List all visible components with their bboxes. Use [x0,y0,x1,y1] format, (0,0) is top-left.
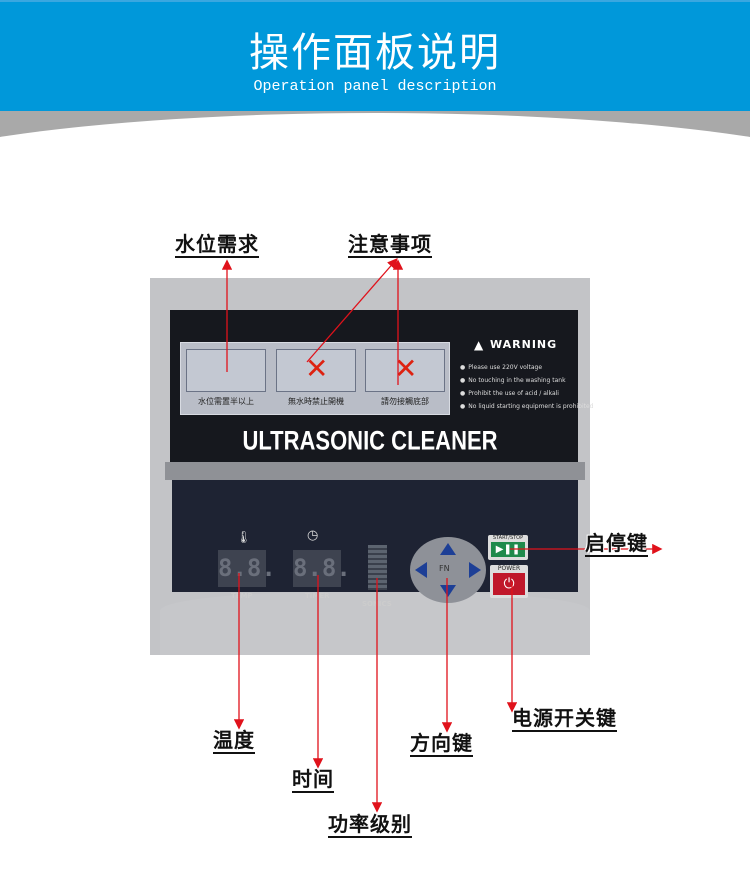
icon-caption: 請勿接觸底部 [381,397,429,406]
no-water-icon: ✕ [276,349,356,392]
up-arrow-button[interactable] [440,543,456,555]
no-touch-bottom-icon: ✕ [365,349,445,392]
warning-line: Please use 220V voltage [460,364,542,371]
callout-time: 时间 [292,767,334,793]
down-arrow-button[interactable] [440,585,456,597]
fn-button[interactable]: FN [439,564,450,573]
panel-bottom [160,592,590,655]
clock-icon: ◷ [307,528,319,543]
callout-power-level: 功率级别 [328,812,412,838]
power-icon: ⏻ [493,573,525,595]
callout-temperature: 温度 [213,728,255,754]
callout-water-level: 水位需求 [175,232,259,258]
play-pause-icon: ▶❚❚ [491,542,525,557]
temp-label: TEMP [231,592,253,600]
water-level-icon [186,349,266,392]
power-label: POWER [497,565,521,572]
timer-label: TIMER [305,592,330,600]
page-subtitle: Operation panel description [253,78,497,95]
right-arrow-button[interactable] [469,562,481,578]
warning-line: Prohibit the use of acid / alkali [460,390,559,397]
warning-line: No touching in the washing tank [460,377,565,384]
panel-divider [165,462,585,480]
header-curve [0,111,750,141]
icon-caption: 水位需置半以上 [198,397,254,406]
usage-icons: ✕ ✕ 水位需置半以上 無水時禁止開機 請勿接觸底部 [180,342,450,415]
start-stop-label: START/STOP [492,535,524,541]
direction-pad[interactable]: FN [410,537,486,603]
warning-icon: ▲ [474,338,484,352]
power-button[interactable]: POWER ⏻ [490,565,528,598]
callout-power-switch: 电源开关键 [512,706,617,732]
start-stop-button[interactable]: START/STOP ▶❚❚ [488,535,528,560]
left-arrow-button[interactable] [415,562,427,578]
sonics-level-bar [368,545,387,590]
page-title: 操作面板说明 [249,30,501,76]
header-banner [0,0,750,111]
callout-direction-keys: 方向键 [410,731,473,757]
warning-title: WARNING [490,338,558,351]
icon-caption: 無水時禁止開機 [288,397,344,406]
arrow-precautions-1 [306,258,398,363]
callout-precautions: 注意事项 [348,232,432,258]
thermometer-icon: 🌡 [236,530,252,544]
brand-label: ULTRASONIC CLEANER [242,425,498,456]
warning-line: No liquid starting equipment is prohibit… [460,403,593,410]
callout-start-stop: 启停键 [585,531,648,557]
